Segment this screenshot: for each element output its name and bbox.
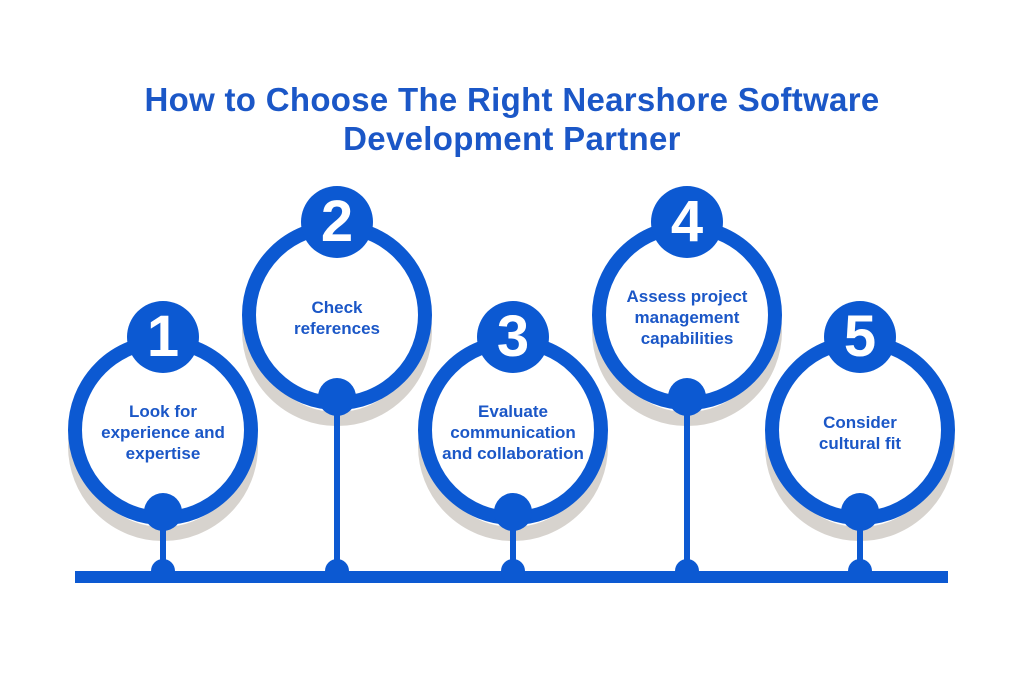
step-4: 4 Assess project management capabilities <box>592 186 782 583</box>
step-bottom-dot <box>494 493 532 531</box>
step-label: Look for experience and expertise <box>101 402 225 463</box>
step-label: Consider cultural fit <box>818 412 902 453</box>
step-connector-stem <box>334 397 340 572</box>
step-number-badge: 4 <box>651 186 723 258</box>
step-label: Assess project management capabilities <box>626 287 748 348</box>
step-bottom-dot <box>144 493 182 531</box>
timeline-node <box>675 559 699 583</box>
infographic-title: How to Choose The Right Nearshore Softwa… <box>144 81 880 157</box>
timeline-node <box>848 559 872 583</box>
step-bottom-dot <box>841 493 879 531</box>
step-connector-stem <box>684 397 690 572</box>
step-1: 1 Look for experience and expertise <box>68 301 258 583</box>
step-number-badge: 5 <box>824 301 896 373</box>
step-label: Evaluate communication and collaboration <box>442 402 584 463</box>
step-connector-stem <box>510 512 516 572</box>
step-number-badge: 2 <box>301 186 373 258</box>
step-5: 5 Consider cultural fit <box>765 301 955 583</box>
step-2: 2 Check references <box>242 186 432 583</box>
timeline-node <box>325 559 349 583</box>
step-bottom-dot <box>318 378 356 416</box>
step-connector-stem <box>857 512 863 572</box>
timeline-node <box>151 559 175 583</box>
step-connector-stem <box>160 512 166 572</box>
step-bottom-dot <box>668 378 706 416</box>
step-number-badge: 3 <box>477 301 549 373</box>
step-3: 3 Evaluate communication and collaborati… <box>418 301 608 583</box>
timeline-node <box>501 559 525 583</box>
step-label: Check references <box>293 297 380 338</box>
step-number-badge: 1 <box>127 301 199 373</box>
